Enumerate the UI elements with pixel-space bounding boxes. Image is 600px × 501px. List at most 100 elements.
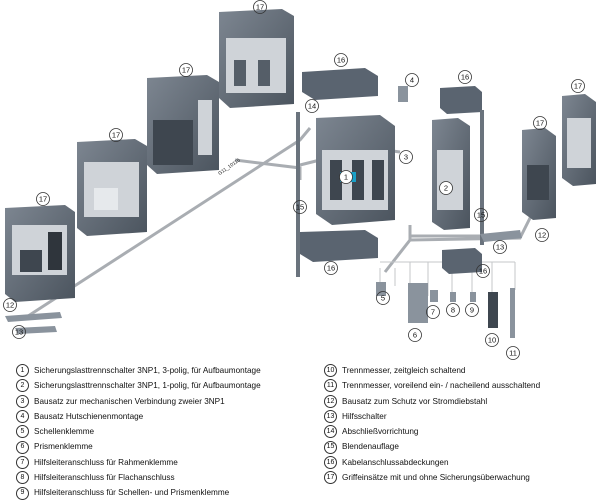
breaker-unit-2 — [77, 139, 147, 236]
callout-15-a — [293, 200, 307, 214]
legend-number: 10 — [324, 364, 337, 378]
callout-17-b-label: 17 — [182, 66, 190, 75]
callout-12-a-label: 12 — [538, 231, 546, 240]
small-accessories — [5, 86, 522, 338]
callout-17-b — [179, 63, 193, 77]
callout-12-a — [535, 228, 549, 242]
callout-16-b-label: 16 — [461, 73, 469, 82]
legend-number: 12 — [324, 394, 337, 408]
diagram-code-label: G11_10115 — [217, 157, 241, 177]
legend-number: 3 — [16, 394, 29, 408]
callout-17-d-label: 17 — [39, 195, 47, 204]
callout-4-label: 4 — [410, 76, 414, 85]
legend-text: Griffeinsätze mit und ohne Sicherungsübe… — [342, 473, 530, 483]
legend-item: 1 Sicherungslasttrennschalter 3NP1, 3-pol… — [16, 363, 261, 378]
callout-17-c — [109, 128, 123, 142]
legend-number: 1 — [16, 364, 29, 378]
legend-text: Bausatz zum Schutz vor Stromdiebstahl — [342, 396, 488, 406]
breaker-unit-right-1 — [522, 128, 556, 220]
callout-10 — [485, 333, 499, 347]
callout-1 — [339, 170, 353, 184]
callout-17-f — [571, 79, 585, 93]
legend-text: Abschließvorrichtung — [342, 427, 419, 437]
callout-2-label: 2 — [444, 184, 448, 193]
legend-text: Kabelanschlussabdeckungen — [342, 457, 449, 467]
legend-number: 9 — [16, 486, 29, 500]
legend-text: Sicherungslasttrennschalter 3NP1, 1-poli… — [34, 381, 261, 391]
legend-item: 9 Hilfsleiteranschluss für Schellen- und … — [16, 485, 261, 500]
callout-2 — [439, 181, 453, 195]
callout-14-label: 14 — [308, 102, 316, 111]
panel-supports — [296, 110, 484, 277]
legend-number: 17 — [324, 471, 337, 485]
callout-14 — [305, 99, 319, 113]
callout-7-label: 7 — [431, 308, 435, 317]
callout-17-d — [36, 192, 50, 206]
legend-text: Prismenklemme — [34, 442, 93, 452]
legend-item: 14 Abschließvorrichtung — [324, 424, 540, 439]
callout-17-e-label: 17 — [536, 119, 544, 128]
callout-16-a-label: 16 — [337, 56, 345, 65]
legend-item: 17 Griffeinsätze mit und ohne Sicherungsü… — [324, 470, 540, 485]
callout-5-label: 5 — [381, 294, 385, 303]
legend-text: Hilfsleiteranschluss für Rahmenklemme — [34, 457, 178, 467]
legend-item: 16 Kabelanschlussabdeckungen — [324, 455, 540, 470]
callout-15-b — [474, 208, 488, 222]
breaker-unit-far-left — [5, 205, 75, 302]
callout-13-a — [493, 240, 507, 254]
callout-13-a-label: 13 — [496, 243, 504, 252]
callout-16-d-label: 16 — [479, 267, 487, 276]
switch-1pole-main — [432, 118, 470, 230]
legend-number: 2 — [16, 379, 29, 393]
callout-9-label: 9 — [470, 306, 474, 315]
legend-text: Sicherungslasttrennschalter 3NP1, 3-poli… — [34, 366, 261, 375]
breaker-unit-right-2 — [562, 94, 596, 186]
callout-17-f-label: 17 — [574, 82, 582, 91]
callout-6 — [408, 328, 422, 342]
legend-item: 3 Bausatz zur mechanischen Verbindung zwe… — [16, 394, 261, 409]
callout-3 — [399, 150, 413, 164]
callout-1-label: 1 — [344, 173, 348, 182]
legend-text: Trennmesser, voreilend ein- / nacheilend… — [342, 381, 541, 391]
legend-item: 12 Bausatz zum Schutz vor Stromdiebstahl — [324, 394, 540, 409]
breaker-unit-4 — [219, 9, 294, 108]
callout-9 — [465, 303, 479, 317]
legend-number: 4 — [16, 410, 29, 424]
callout-5 — [376, 291, 390, 305]
callout-16-d — [476, 264, 490, 278]
legend-text: Hilfsschalter — [342, 411, 387, 421]
legend-text: Bausatz zur mechanischen Verbindung zwei… — [34, 396, 225, 406]
legend-item: 2 Sicherungslasttrennschalter 3NP1, 1-pol… — [16, 378, 261, 393]
callout-13-b-label: 13 — [15, 328, 23, 337]
legend-number: 16 — [324, 455, 337, 469]
legend-number: 7 — [16, 455, 29, 469]
callout-16-a — [334, 53, 348, 67]
legend-text: Trennmesser, zeitgleich schaltend — [342, 366, 466, 375]
legend-number: 5 — [16, 425, 29, 439]
callout-8-label: 8 — [451, 306, 455, 315]
legend-item: 10 Trennmesser, zeitgleich schaltend — [324, 363, 540, 378]
legend-text: Blendenauflage — [342, 442, 399, 452]
cable-cover-bottom — [300, 230, 482, 274]
callout-17-a-label: 17 — [256, 3, 264, 12]
legend-number: 14 — [324, 425, 337, 439]
callout-3-label: 3 — [404, 153, 408, 162]
callout-7 — [426, 305, 440, 319]
callout-16-c-label: 16 — [327, 264, 335, 273]
legend-item: 5 Schellenklemme — [16, 424, 261, 439]
legend-text: Schellenklemme — [34, 427, 95, 437]
callout-17-e — [533, 116, 547, 130]
callout-6-label: 6 — [413, 331, 417, 340]
switch-3pole-main — [316, 115, 395, 225]
callout-11 — [506, 346, 520, 360]
callout-17-c-label: 17 — [112, 131, 120, 140]
legend-number: 8 — [16, 471, 29, 485]
callout-10-label: 10 — [488, 336, 496, 345]
legend-text: Hilfsleiteranschluss für Schellen- und P… — [34, 488, 230, 498]
callout-13-b — [12, 325, 26, 339]
